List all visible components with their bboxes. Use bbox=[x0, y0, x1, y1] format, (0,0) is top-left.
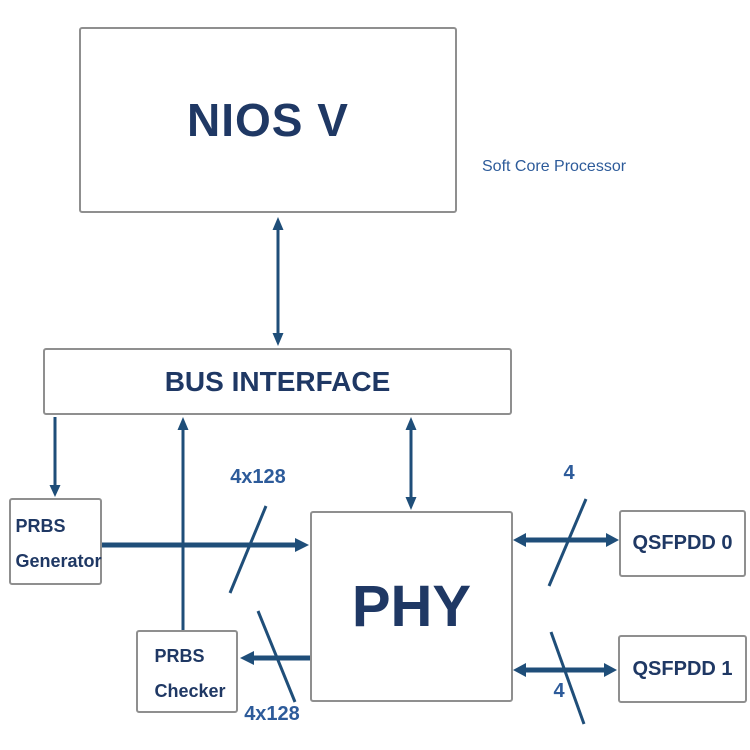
block-qsfpdd0: QSFPDD 0 bbox=[619, 510, 746, 577]
lane-width-slash-phy-qsfpdd0 bbox=[547, 498, 588, 587]
lane-count-label-phy-qsfpdd0: 4 bbox=[563, 462, 575, 484]
lane-width-slash-phy-checker bbox=[256, 610, 297, 703]
block-prbs-checker-line2: Checker bbox=[154, 680, 226, 701]
block-qsfpdd0-label: QSFPDD 0 bbox=[632, 532, 733, 554]
block-bus-interface: BUS INTERFACE bbox=[43, 348, 512, 415]
connector-niosv-businterface bbox=[272, 217, 284, 346]
block-prbs-generator: PRBS Generator bbox=[9, 498, 102, 585]
block-qsfpdd1: QSFPDD 1 bbox=[618, 635, 747, 703]
connector-prbsgenerator-phy bbox=[102, 538, 309, 552]
block-prbs-checker: PRBS Checker bbox=[136, 630, 238, 713]
block-bus-interface-label: BUS INTERFACE bbox=[164, 365, 391, 397]
soft-core-processor-note: Soft Core Processor bbox=[482, 158, 627, 175]
connector-phy-qsfpdd0 bbox=[513, 533, 619, 547]
connector-businterface-phy bbox=[405, 417, 417, 510]
block-prbs-checker-line1: PRBS bbox=[154, 645, 205, 666]
block-prbs-generator-line1: PRBS bbox=[15, 515, 66, 536]
lane-count-label-phy-qsfpdd1: 4 bbox=[553, 680, 565, 702]
connector-prbschecker-businterface bbox=[177, 417, 189, 630]
block-phy-label: PHY bbox=[351, 574, 472, 639]
lane-width-slash-phy-qsfpdd1 bbox=[549, 631, 586, 725]
lane-width-label-gen-phy: 4x128 bbox=[230, 466, 286, 488]
lane-width-slash-gen-phy bbox=[228, 505, 268, 594]
connector-businterface-prbsgenerator bbox=[49, 417, 61, 497]
block-prbs-generator-line2: Generator bbox=[15, 550, 102, 571]
block-niosv-label: NIOS V bbox=[187, 94, 349, 146]
block-niosv: NIOS V bbox=[79, 27, 457, 213]
lane-width-label-phy-checker: 4x128 bbox=[244, 703, 300, 725]
block-qsfpdd1-label: QSFPDD 1 bbox=[632, 657, 733, 680]
connector-phy-prbschecker bbox=[240, 651, 310, 665]
block-phy: PHY bbox=[310, 511, 513, 702]
